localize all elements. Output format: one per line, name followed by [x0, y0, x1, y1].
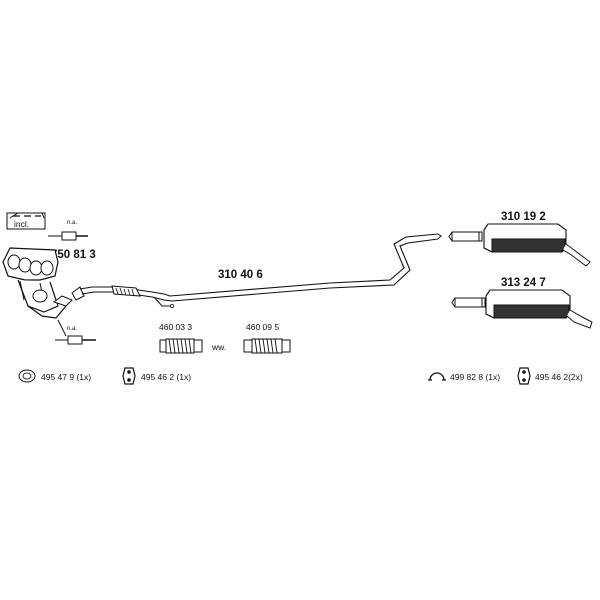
gasket-icon — [18, 369, 36, 383]
part-number-manifold: 750 81 3 — [51, 249, 96, 261]
rear-silencer-bottom — [451, 289, 593, 329]
rubber-hanger-icon-2 — [517, 367, 531, 385]
accessory-clamp-1: 499 82 8 (1x) — [450, 372, 500, 382]
part-number-flex-pipe-2: 460 09 5 — [246, 322, 279, 332]
incl-label: incl. — [14, 219, 29, 229]
accessory-hanger-2: 495 46 2(2x) — [535, 372, 583, 382]
ww-label: ww. — [211, 342, 226, 352]
flex-pipe-1 — [159, 338, 203, 354]
exhaust-manifold — [2, 247, 73, 319]
middle-pipe — [71, 233, 442, 308]
oxygen-sensor-bottom: n.a. — [55, 319, 96, 345]
part-number-rear-silencer-bottom: 313 24 7 — [501, 277, 546, 289]
accessory-gasket-1: 495 47 9 (1x) — [41, 372, 91, 382]
na-label-bottom: n.a. — [67, 326, 77, 332]
part-number-middle-pipe: 310 40 6 — [218, 269, 263, 281]
rear-silencer-top — [448, 223, 591, 267]
flex-pipe-2 — [243, 338, 291, 354]
na-label-top: n.a. — [67, 220, 77, 226]
accessory-hanger-1: 495 46 2 (1x) — [141, 372, 191, 382]
pipe-clamp-icon — [428, 372, 446, 381]
part-number-rear-silencer-top: 310 19 2 — [501, 211, 546, 223]
rubber-hanger-icon — [122, 367, 136, 385]
incl-box: incl. — [6, 212, 46, 230]
part-number-flex-pipe-1: 460 03 3 — [159, 322, 192, 332]
oxygen-sensor-top: n.a. — [48, 220, 88, 241]
